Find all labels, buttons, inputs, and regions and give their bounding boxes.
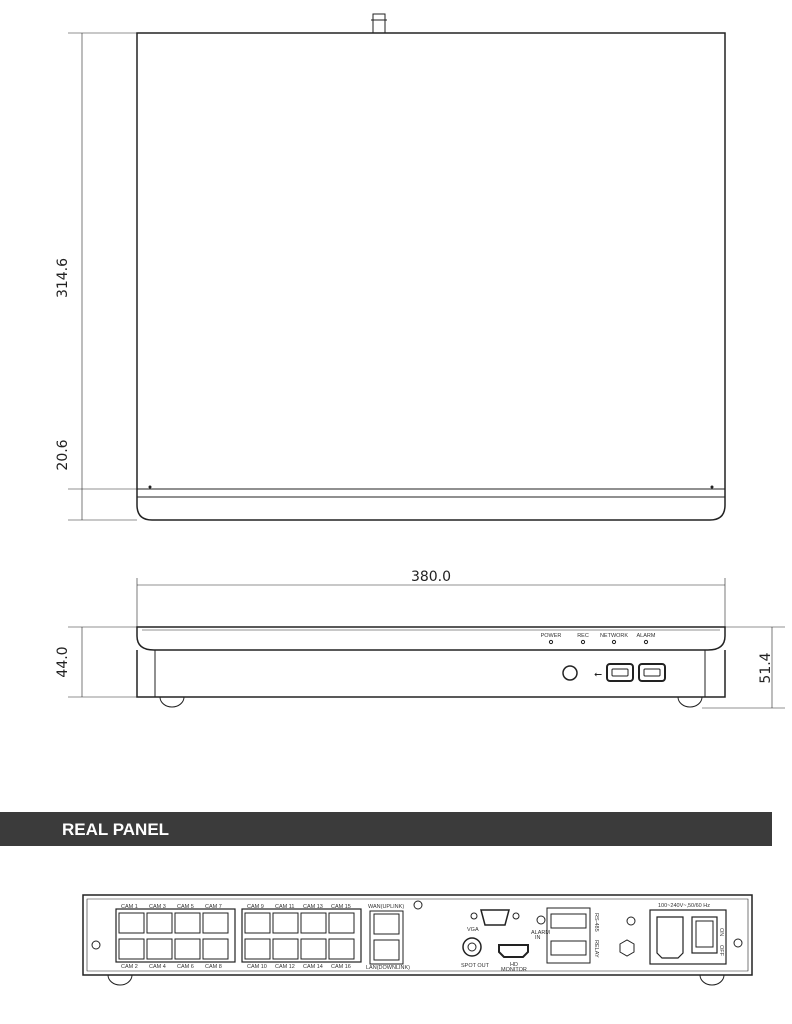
led-label: NETWORK [600,633,628,639]
screw-icon [626,916,636,926]
cam-port[interactable] [174,912,201,934]
banner-title: REAL PANEL [62,820,170,839]
top-view: 314.6 20.6 [55,13,726,521]
rear-panel [82,894,753,986]
height-with-feet-dimension: 51.4 [758,652,774,683]
labels: VGA SPOT OUT HD MONITOR ALARM IN RS-485 … [121,633,724,973]
cam-label: CAM 12 [275,964,295,970]
depth-dimension: 314.6 [55,258,71,298]
usb-port-1[interactable] [606,663,634,682]
cam-port[interactable] [272,912,299,934]
led-label: REC [577,633,589,639]
real-panel-banner: REAL PANEL [0,812,772,846]
cam-port[interactable] [174,938,201,960]
led-label: POWER [541,633,562,639]
bezel-depth-dimension: 20.6 [55,439,71,470]
foot-right [677,696,703,708]
cam-label: CAM 13 [303,904,323,910]
cam-port[interactable] [244,938,271,960]
cam-label: CAM 7 [205,904,222,910]
alarm-in-label: ALARM [531,930,550,936]
cam-port[interactable] [300,912,327,934]
cam-label: CAM 11 [275,904,294,910]
antenna-connector [372,13,386,34]
power-inlet[interactable] [656,916,684,959]
power-switch[interactable] [691,916,718,954]
cam-port[interactable] [202,912,229,934]
cam-port[interactable] [146,912,173,934]
cam-port[interactable] [272,938,299,960]
wan-port[interactable] [373,913,400,935]
front-bezel [136,626,726,651]
lan-port[interactable] [373,939,400,961]
cam-port[interactable] [244,912,271,934]
lan-label: LAN(DOWNLINK) [366,965,410,971]
cam-port[interactable] [118,938,145,960]
ground-nut [619,939,635,957]
cam-label: CAM 16 [331,964,351,970]
screw-icon [413,900,423,910]
power-inlet-group [649,909,727,965]
cam-port[interactable] [202,938,229,960]
relay-label: RELAY [593,940,599,958]
vga-label: VGA [467,927,479,933]
height-dimension: 44.0 [55,646,71,677]
led-indicator [580,639,586,645]
cam-label: CAM 6 [177,964,194,970]
power-rating-label: 100~240V~,50/60 Hz [658,903,710,909]
led-label: ALARM [637,633,656,639]
screw-icon [91,940,101,950]
foot-left [159,696,185,708]
off-label: OFF [718,945,724,957]
led-indicator [611,639,617,645]
wan-label: WAN(UPLINK) [368,904,404,910]
cam-label: CAM 9 [247,904,264,910]
led-indicator [643,639,649,645]
cam-port-group-1 [115,908,236,963]
cam-label: CAM 14 [303,964,323,970]
hd-label: HD [510,962,518,968]
cam-label: CAM 5 [177,904,194,910]
usb-icon: ⭠ [594,669,602,680]
cam-port[interactable] [118,912,145,934]
cam-port[interactable] [328,912,355,934]
led-indicator [548,639,554,645]
power-button[interactable] [562,665,578,681]
cam-label: CAM 8 [205,964,222,970]
network-port-group [369,910,404,965]
cam-label: CAM 3 [149,904,166,910]
hdmi-port[interactable] [498,944,529,958]
cam-port[interactable] [146,938,173,960]
rs485-label: RS-485 [593,913,599,932]
monitor-label: MONITOR [501,967,527,973]
cam-label: CAM 15 [331,904,351,910]
width-dimension: 380.0 [411,569,451,585]
cam-port-group-2 [241,908,362,963]
cam-label: CAM 2 [121,964,138,970]
usb-port-2[interactable] [638,663,666,682]
spot-out-label: SPOT OUT [461,963,490,969]
cam-port[interactable] [328,938,355,960]
vga-port[interactable] [480,909,510,926]
cam-label: CAM 1 [121,904,138,910]
cam-label: CAM 10 [247,964,267,970]
screw-icon [536,915,546,925]
cam-label: CAM 4 [149,964,166,970]
on-label: ON [718,928,724,936]
alarm-terminal-block[interactable] [546,907,591,964]
front-view: 380.0 ⭠ 44.0 51.4 [55,569,785,709]
screw-icon [733,938,743,948]
cam-port[interactable] [300,938,327,960]
spot-out-bnc[interactable] [462,937,482,957]
alarm-in-label-2: IN [535,935,541,941]
top-outline [136,32,726,521]
